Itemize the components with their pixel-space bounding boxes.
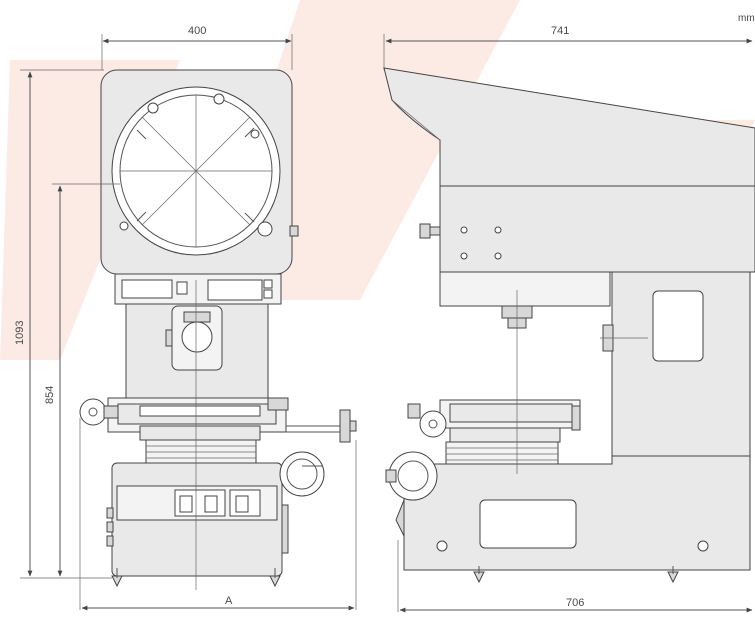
total-height-label: 1093 — [14, 321, 26, 345]
front-micrometer-drum — [279, 451, 325, 497]
front-width-label: 400 — [188, 25, 206, 37]
dimension-base-depth: A — [79, 418, 357, 611]
side-head-body — [439, 185, 755, 273]
base-depth-label: A — [225, 595, 233, 607]
screen-height-label: 854 — [44, 386, 56, 404]
side-bellows — [445, 441, 559, 467]
dimension-screen-height: 854 — [44, 183, 120, 577]
side-view: 741 — [383, 25, 755, 613]
front-bellows — [145, 439, 257, 465]
side-width-label: 741 — [551, 25, 569, 37]
side-base — [403, 455, 751, 571]
dimension-side-width: 741 — [383, 25, 753, 70]
front-stage — [79, 397, 357, 443]
unit-label: mm — [738, 13, 755, 24]
side-stage — [407, 399, 581, 443]
dimension-side-base-width: 706 — [397, 540, 753, 613]
dimension-front-width: 400 — [101, 25, 293, 70]
side-base-width-label: 706 — [566, 597, 584, 609]
dimension-total-height: 1093 — [14, 69, 112, 579]
front-view: 400 — [14, 25, 357, 611]
side-hood — [383, 67, 755, 197]
